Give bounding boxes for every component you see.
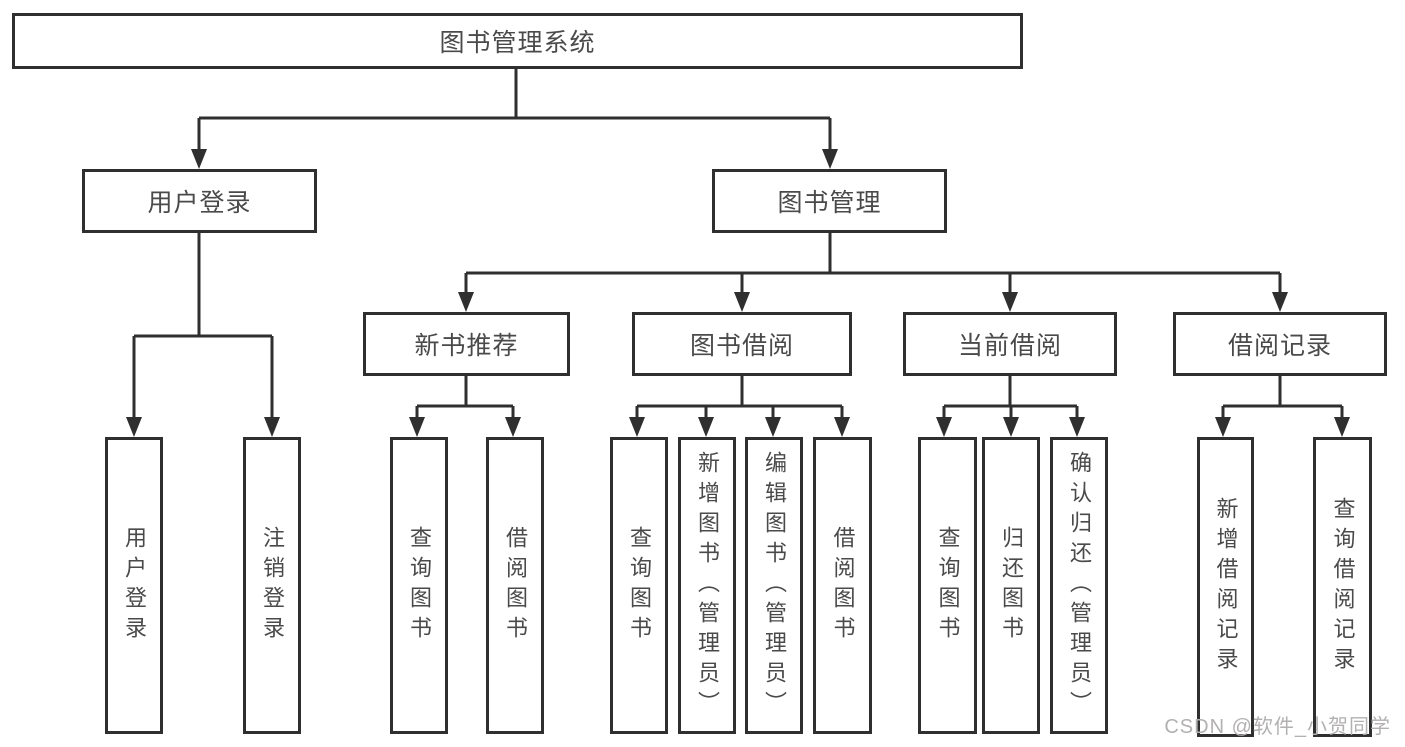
- leaf-user-login: 用户登录: [105, 437, 163, 734]
- node-new-book-recommend: 新书推荐: [363, 312, 570, 376]
- leaf-query-borrow-record: 查询借阅记录: [1313, 437, 1372, 737]
- leaf-label: 归还图书: [999, 525, 1024, 646]
- leaf-query-books-recommend: 查询图书: [390, 437, 448, 734]
- connector-arrowheads: [126, 118, 1350, 437]
- leaf-label: 注销登录: [260, 525, 285, 646]
- leaf-return-books: 归还图书: [982, 437, 1040, 734]
- leaf-add-borrow-record: 新增借阅记录: [1197, 437, 1254, 737]
- node-borrow-records: 借阅记录: [1173, 312, 1387, 376]
- leaf-label: 借阅图书: [503, 525, 528, 646]
- node-book-management: 图书管理: [712, 169, 947, 233]
- leaf-label: 查询借阅记录: [1330, 497, 1356, 677]
- leaf-borrow-books-recommend: 借阅图书: [486, 437, 544, 734]
- leaf-label: 查询图书: [407, 525, 432, 646]
- node-current-borrowing: 当前借阅: [903, 312, 1117, 376]
- leaf-query-books-borrowing: 查询图书: [610, 437, 668, 734]
- node-label: 借阅记录: [1227, 332, 1332, 360]
- leaf-label: 新增图书（管理员）: [695, 450, 720, 721]
- leaf-label: 用户登录: [122, 525, 147, 646]
- leaf-confirm-return-admin: 确认归还（管理员）: [1050, 437, 1108, 734]
- leaf-edit-books-admin: 编辑图书（管理员）: [745, 437, 803, 734]
- leaf-query-books-current: 查询图书: [918, 437, 977, 734]
- leaf-label: 编辑图书（管理员）: [762, 450, 787, 721]
- leaf-label: 查询图书: [627, 525, 652, 646]
- leaf-add-books-admin: 新增图书（管理员）: [678, 437, 736, 734]
- leaf-logout: 注销登录: [243, 437, 301, 734]
- node-book-management-system: 图书管理系统: [12, 13, 1023, 69]
- leaf-label: 确认归还（管理员）: [1067, 450, 1092, 721]
- leaf-borrow-books: 借阅图书: [813, 437, 872, 734]
- node-label: 图书借阅: [689, 332, 794, 360]
- node-label: 当前借阅: [957, 332, 1062, 360]
- node-label: 用户登录: [147, 189, 252, 217]
- node-book-borrowing: 图书借阅: [632, 312, 852, 376]
- leaf-label: 查询图书: [935, 525, 961, 646]
- node-label: 图书管理: [777, 189, 882, 217]
- connector-rails: [134, 69, 1342, 408]
- node-label: 图书管理系统: [439, 29, 596, 57]
- leaf-label: 新增借阅记录: [1213, 497, 1239, 677]
- node-label: 新书推荐: [414, 332, 519, 360]
- node-user-login: 用户登录: [82, 169, 317, 233]
- leaf-label: 借阅图书: [830, 525, 856, 646]
